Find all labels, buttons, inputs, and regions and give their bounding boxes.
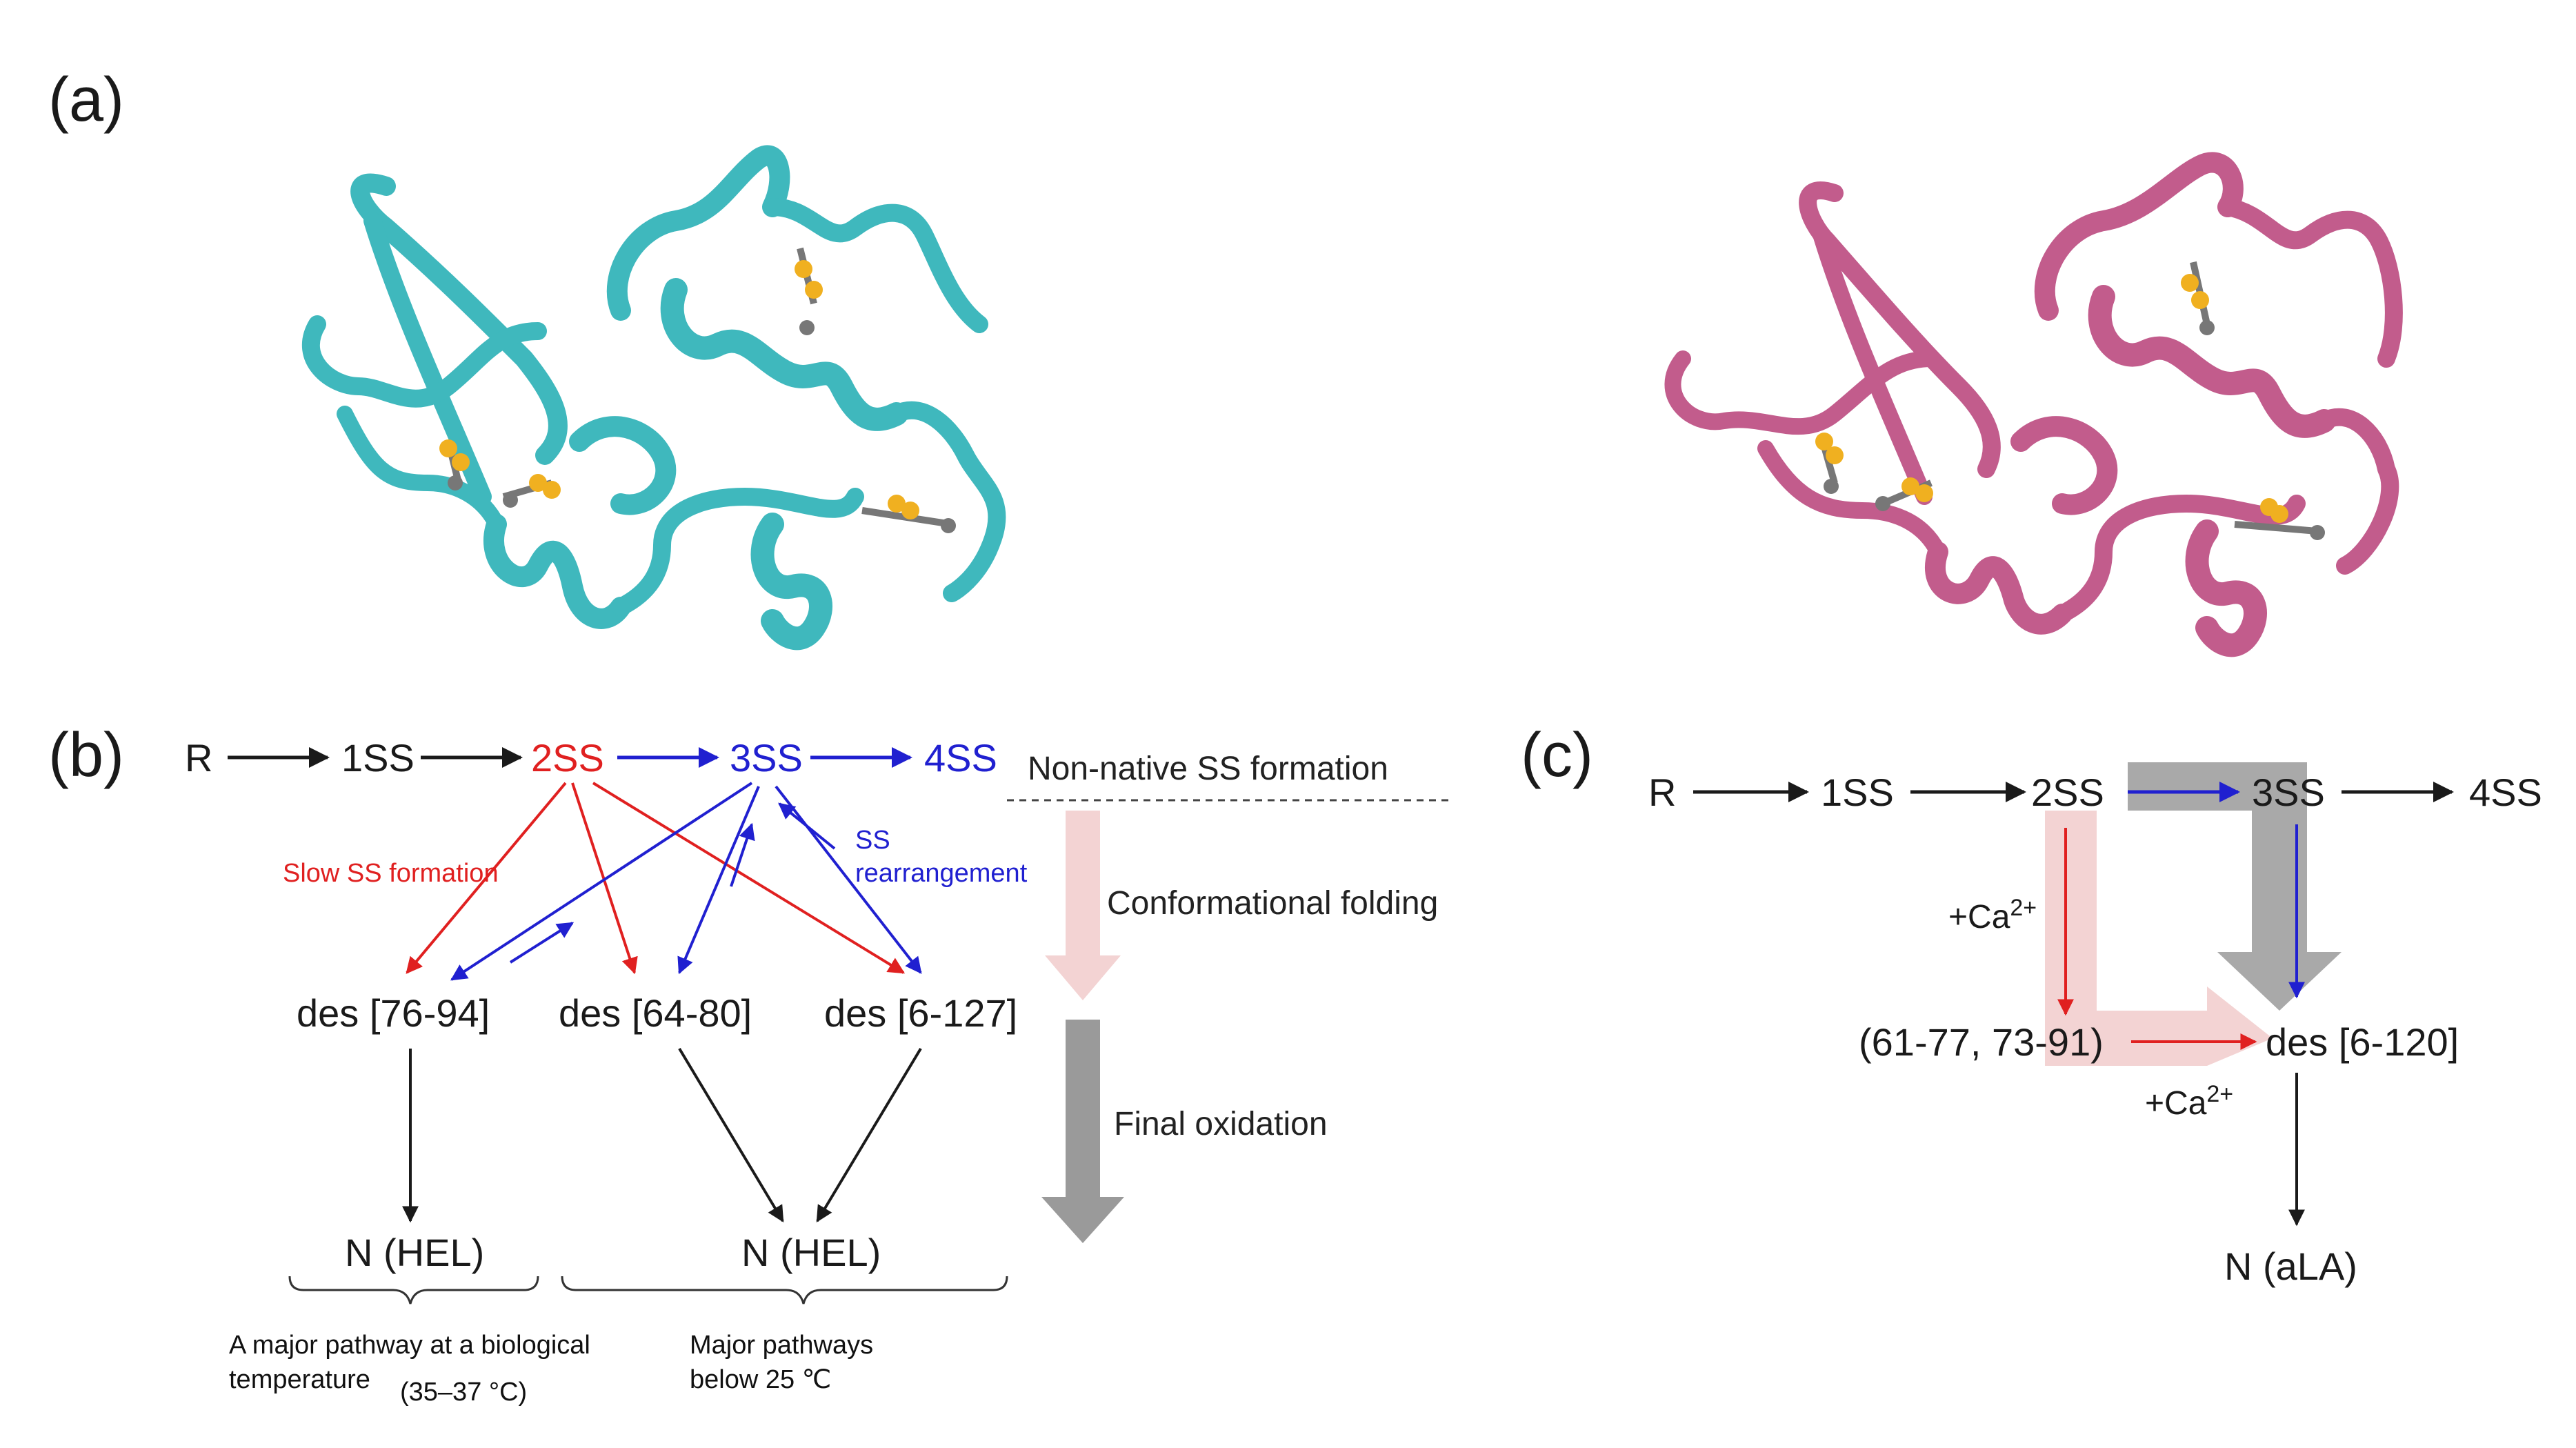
b-node-N-left: N (HEL) xyxy=(345,1231,484,1274)
c-node-4SS: 4SS xyxy=(2469,771,2542,814)
b-side-conformational: Conformational folding xyxy=(1107,885,1438,922)
b-node-1SS: 1SS xyxy=(341,736,415,780)
panel-a-label: (a) xyxy=(48,66,124,135)
b-note-left-3: (35–37 °C) xyxy=(400,1378,527,1407)
b-note-left-1: A major pathway at a biological xyxy=(229,1331,590,1360)
alpha-lactalbumin-structure xyxy=(1664,152,2403,657)
b-node-des76-94: des [76-94] xyxy=(297,991,490,1035)
c-node-N: N (aLA) xyxy=(2224,1244,2357,1288)
b-arrow-3SS-des64 xyxy=(677,786,760,975)
b-rearrangement-label-1: SS xyxy=(855,826,890,855)
c-node-intermediate: (61-77, 73-91) xyxy=(1859,1020,2104,1064)
c-ca-label-2: +Ca2+ xyxy=(2145,1081,2233,1122)
c-node-R: R xyxy=(1648,771,1676,814)
b-arrow-des76-3SS xyxy=(509,922,575,964)
c-gray-path-arrow xyxy=(2128,762,2342,1011)
c-node-2SS: 2SS xyxy=(2031,771,2104,814)
c-node-des6-120: des [6-120] xyxy=(2266,1020,2459,1064)
c-ca-label-1: +Ca2+ xyxy=(1948,895,2037,935)
b-arrow-3SS-des6 xyxy=(775,785,922,974)
b-rearrangement-label-2: rearrangement xyxy=(855,859,1028,888)
b-note-left-2: temperature xyxy=(229,1365,370,1394)
b-node-R: R xyxy=(185,736,212,780)
b-note-right-1: Major pathways xyxy=(690,1331,873,1360)
b-node-3SS: 3SS xyxy=(730,736,803,780)
b-side-final: Final oxidation xyxy=(1114,1106,1328,1142)
c-ca-sup-2: 2+ xyxy=(2206,1081,2233,1107)
c-ca-text-2: +Ca xyxy=(2145,1085,2207,1122)
b-arrow-des6-3SS xyxy=(778,802,836,850)
c-ca-sup-1: 2+ xyxy=(2010,895,2037,921)
alpha-lactalbumin-disulfide-bonds xyxy=(1815,261,2325,540)
b-node-N-right: N (HEL) xyxy=(741,1231,881,1274)
b-arrow-2SS-des76 xyxy=(406,782,567,974)
b-node-4SS: 4SS xyxy=(924,736,997,780)
b-arrow-des64-N xyxy=(678,1047,784,1223)
b-node-des6-127: des [6-127] xyxy=(824,991,1017,1035)
b-brace-left xyxy=(288,1276,539,1305)
b-arrow-2SS-des6 xyxy=(592,782,906,974)
b-node-des64-80: des [64-80] xyxy=(559,991,752,1035)
b-slow-ss-label: Slow SS formation xyxy=(283,859,499,888)
b-conformational-arrow xyxy=(1045,811,1121,1000)
c-pink-path-arrow xyxy=(2045,811,2273,1066)
panel-c-label: (c) xyxy=(1521,721,1593,790)
b-side-nonnative: Non-native SS formation xyxy=(1028,751,1388,787)
b-arrow-3SS-des76 xyxy=(450,782,753,981)
b-arrow-2SS-des64 xyxy=(571,782,638,975)
panel-b-label: (b) xyxy=(48,721,124,790)
b-brace-right xyxy=(561,1276,1008,1305)
b-final-oxidation-arrow xyxy=(1041,1020,1124,1243)
c-node-1SS: 1SS xyxy=(1821,771,1894,814)
lysozyme-disulfide-bonds xyxy=(439,247,956,533)
c-ca-text-1: +Ca xyxy=(1948,899,2010,935)
lysozyme-structure xyxy=(301,145,1006,651)
b-node-2SS: 2SS xyxy=(531,736,604,780)
c-node-3SS: 3SS xyxy=(2252,771,2325,814)
b-arrow-des64-3SS xyxy=(730,822,755,887)
b-note-right-2: below 25 ℃ xyxy=(690,1365,831,1394)
b-arrow-des6-N xyxy=(816,1047,922,1223)
